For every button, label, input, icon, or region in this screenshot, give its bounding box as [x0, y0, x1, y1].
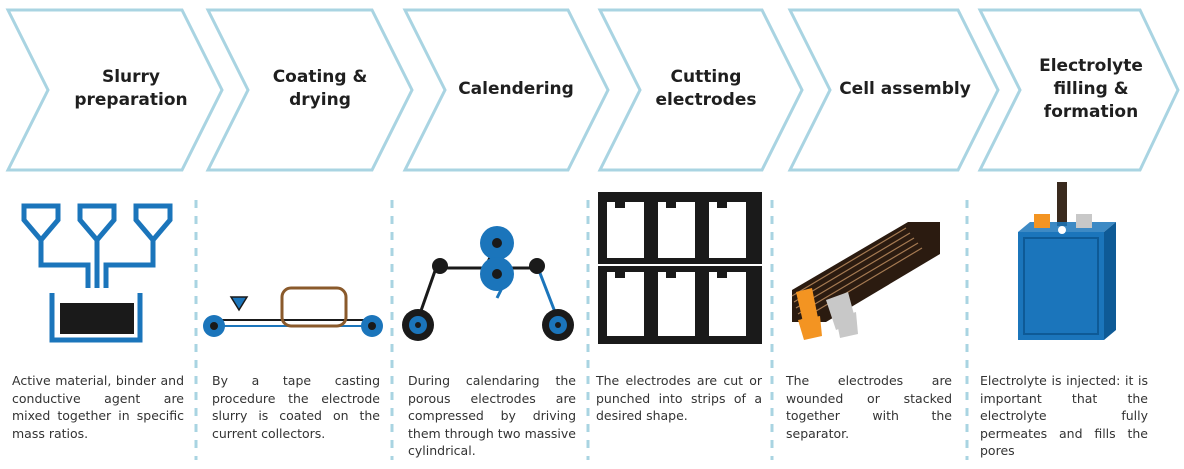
chevron-coating-drying: [205, 8, 414, 172]
chevron-calendering: [402, 8, 610, 172]
step-description-electrolyte: Electrolyte is injected: it is important…: [980, 373, 1148, 458]
separator-lines: [194, 200, 969, 460]
step-title-cutting: Cutting electrodes: [655, 67, 757, 110]
step-description-cutting: The electrodes are cut or punched into s…: [596, 373, 762, 423]
slurry-mixer-icon: [21, 203, 173, 343]
step-title-electrolyte: Electrolyte filling & formation: [1039, 55, 1143, 122]
chevron-row: [5, 8, 1180, 172]
calender-rollers-icon: [402, 226, 574, 341]
chevron-cell-assembly: [787, 8, 1000, 172]
tape-casting-icon: [203, 286, 383, 337]
chevron-electrolyte-filling: [977, 8, 1180, 172]
battery-filling-icon: [1018, 182, 1116, 340]
step-description-cell-assembly: The electrodes are wounded or stacked to…: [786, 373, 952, 441]
chevron-cutting-electrodes: [597, 8, 804, 172]
step-description-slurry: Active material, binder and conductive a…: [12, 373, 184, 441]
electrode-stack-icon: [791, 222, 940, 340]
step-description-calendering: During calendaring the porous electrodes…: [408, 373, 576, 458]
chevron-slurry-preparation: [5, 8, 224, 172]
electrode-cutting-grid-icon: [598, 192, 762, 344]
step-description-coating: By a tape casting procedure the electrod…: [212, 373, 380, 441]
step-title-cell-assembly: Cell assembly: [839, 78, 971, 99]
step-title-slurry: Slurry preparation: [74, 67, 188, 110]
step-title-calendering: Calendering: [458, 78, 574, 99]
step-title-coating: Coating & drying: [272, 67, 368, 110]
